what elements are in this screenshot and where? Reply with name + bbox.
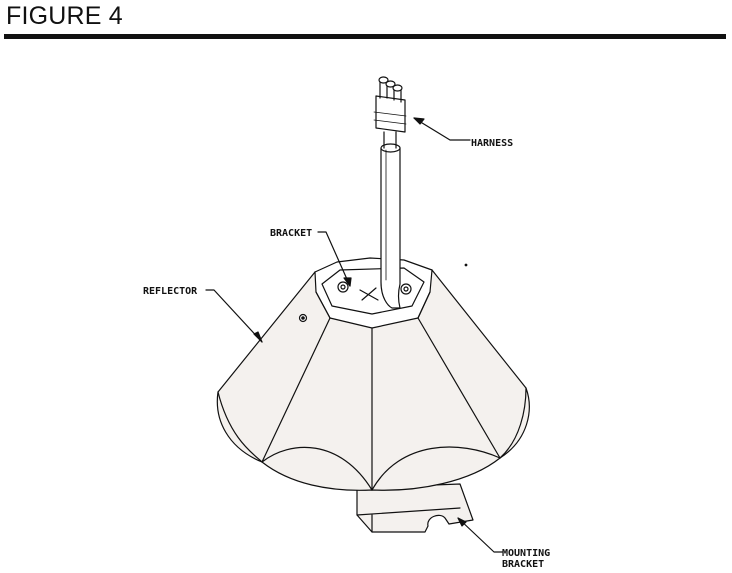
leader-lines (205, 117, 503, 553)
label-mounting: MOUNTING (502, 548, 550, 559)
harness-connector (373, 76, 407, 149)
reference-dot (464, 263, 468, 267)
figure-title: FIGURE 4 (6, 2, 123, 30)
reflector (216, 269, 530, 491)
title-rule (4, 34, 726, 39)
collar (314, 257, 433, 329)
label-harness: HARNESS (471, 138, 513, 149)
label-bracket: BRACKET (270, 228, 312, 239)
mounting-bracket (356, 483, 474, 533)
label-mounting-bracket: BRACKET (502, 559, 544, 570)
power-cable (380, 143, 401, 309)
label-reflector: REFLECTOR (143, 286, 198, 297)
collar-bracket (298, 281, 412, 323)
